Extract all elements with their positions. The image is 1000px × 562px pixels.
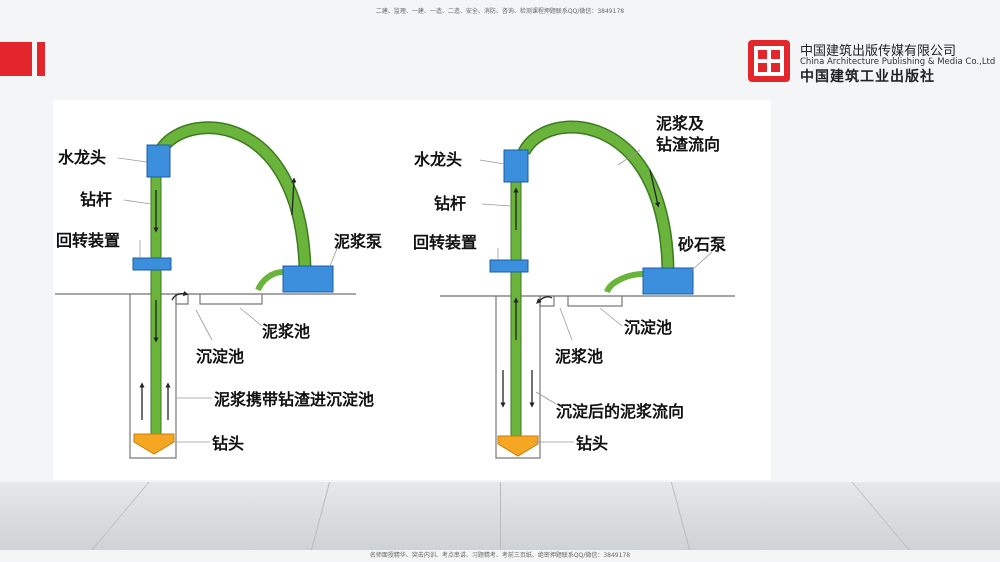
right-arrow-return [536, 296, 553, 304]
left-rotary-box [132, 257, 172, 271]
right-label-drill-rod: 钻杆 [434, 194, 466, 213]
right-drill-bit [497, 435, 539, 457]
right-label-mud-pit: 泥浆池 [555, 347, 603, 366]
floor-background [0, 482, 1000, 550]
left-label-mud-pump: 泥浆泵 [334, 232, 382, 251]
right-rotary-box [489, 259, 529, 273]
left-label-flow: 泥浆携带钻渣进沉淀池 [214, 390, 374, 409]
left-mud-pit [199, 294, 263, 305]
left-arrow-overflow [171, 290, 189, 301]
right-arrow-hose [649, 169, 660, 208]
publisher-logo-icon [748, 40, 790, 82]
right-label-after-flow: 沉淀后的泥浆流向 [556, 402, 684, 421]
right-label-swivel: 水龙头 [414, 150, 462, 169]
right-diagram: 水龙头 泥浆及 钻渣流向 钻杆 回转装置 砂石泵 沉淀池 泥浆池 沉淀后的泥浆流… [413, 114, 735, 459]
red-accent-bar [0, 42, 32, 76]
publisher-name-en: China Architecture Publishing & Media Co… [800, 57, 996, 67]
top-note: 二建、监理、一建、一造、二造、安全、消防、咨询、检测课程押题联系QQ/微信：38… [375, 8, 625, 15]
left-swivel-box [146, 144, 171, 178]
right-swivel-box [503, 149, 529, 183]
drilling-diagrams: 水龙头 钻杆 回转装置 泥浆泵 泥浆池 沉淀池 泥浆携带钻渣进沉淀池 钻头 [55, 114, 735, 459]
left-settling-pit [175, 294, 189, 305]
left-arrow-hose [291, 177, 297, 216]
right-label-settling-pit: 沉淀池 [624, 318, 672, 337]
right-label-bit: 钻头 [576, 434, 608, 453]
right-label-flow-dir-2: 钻渣流向 [656, 135, 720, 154]
right-settling-pit [567, 296, 623, 307]
left-hose-outline [155, 121, 312, 269]
right-hose-outline [518, 120, 675, 271]
left-mud-pump-box [282, 265, 334, 293]
left-label-settling-pit: 沉淀池 [196, 347, 244, 366]
left-label-mud-pit: 泥浆池 [262, 322, 310, 341]
left-label-drill-rod: 钻杆 [80, 190, 112, 209]
right-hose [519, 122, 673, 271]
diagram-slide: 水龙头 钻杆 回转装置 泥浆泵 泥浆池 沉淀池 泥浆携带钻渣进沉淀池 钻头 [53, 100, 771, 480]
left-drill-bit [133, 433, 175, 455]
left-suction-pipe [255, 269, 284, 292]
left-label-swivel: 水龙头 [58, 148, 106, 167]
right-sand-pump-box [642, 267, 694, 295]
left-borehole [129, 294, 177, 459]
red-accent-bar-small [37, 42, 45, 76]
left-label-bit: 钻头 [212, 434, 244, 453]
publisher-name-calligraphy: 中国建筑工业出版社 [800, 69, 935, 85]
right-label-flow-dir-1: 泥浆及 [656, 114, 705, 133]
right-label-rotary: 回转装置 [413, 233, 477, 252]
left-label-rotary: 回转装置 [56, 231, 120, 250]
right-suction-pipe [604, 271, 644, 294]
right-label-sand-pump: 砂石泵 [678, 235, 726, 254]
left-diagram: 水龙头 钻杆 回转装置 泥浆泵 泥浆池 沉淀池 泥浆携带钻渣进沉淀池 钻头 [55, 121, 382, 459]
bottom-note: 名师面授精华、突击内训、考点串讲、习题精考、考前三页纸、绝密押题联系QQ/微信：… [369, 552, 631, 559]
left-hose [156, 122, 310, 269]
publisher-name-cn: 中国建筑出版传媒有限公司 [800, 44, 957, 59]
right-borehole [495, 296, 541, 459]
